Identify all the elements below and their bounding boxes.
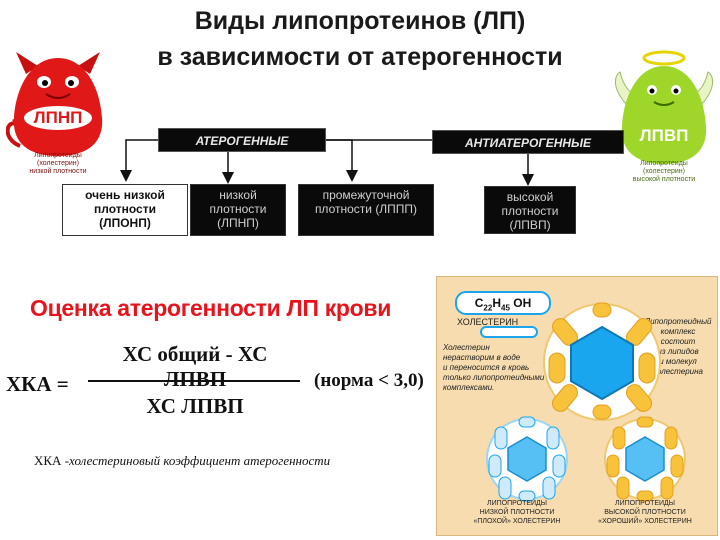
formula-norm: (норма < 3,0) (314, 370, 424, 391)
devil-caption: Липопротеиды(холестерин)низкой плотности (29, 152, 87, 175)
title-line-1: Виды липопротеинов (ЛП) (194, 7, 526, 35)
cholesterol-label: ХОЛЕСТЕРИН (457, 317, 519, 327)
formula-lhs: ХКА = (6, 372, 69, 396)
formula-denominator: ХС ЛПВП (146, 394, 244, 418)
angel-mascot: ЛПВП Липопротеиды(холестерин)высокой пло… (612, 48, 716, 184)
assessment-title: Оценка атерогенности ЛП крови (30, 295, 392, 321)
cholesterol-molecule-icon (480, 326, 538, 338)
angel-caption: Липопротеиды(холестерин)высокой плотност… (632, 160, 696, 183)
cholesterol-formula: C22H45 OH (455, 291, 551, 315)
formula-numerator: ХС общий - ХС ЛПВП (122, 342, 268, 391)
title-line-2: в зависимости от атерогенности (157, 43, 563, 71)
devil-mascot: ЛПНП Липопротеиды(холестерин)низкой плот… (5, 46, 110, 180)
group-antiatherogenic: АНТИАТЕРОГЕННЫЕ (432, 130, 624, 154)
angel-icon (615, 50, 713, 164)
connector-arrows (120, 139, 534, 186)
devil-icon (5, 52, 103, 156)
group-atherogenic: АТЕРОГЕННЫЕ (158, 128, 326, 152)
devil-badge: ЛПНП (33, 108, 83, 127)
angel-badge: ЛПВП (639, 126, 689, 145)
footnote: ХКА -холестериновый коэффициент атероген… (34, 453, 331, 468)
fraction-line (88, 380, 300, 382)
lipoprotein-illustration (480, 302, 686, 502)
